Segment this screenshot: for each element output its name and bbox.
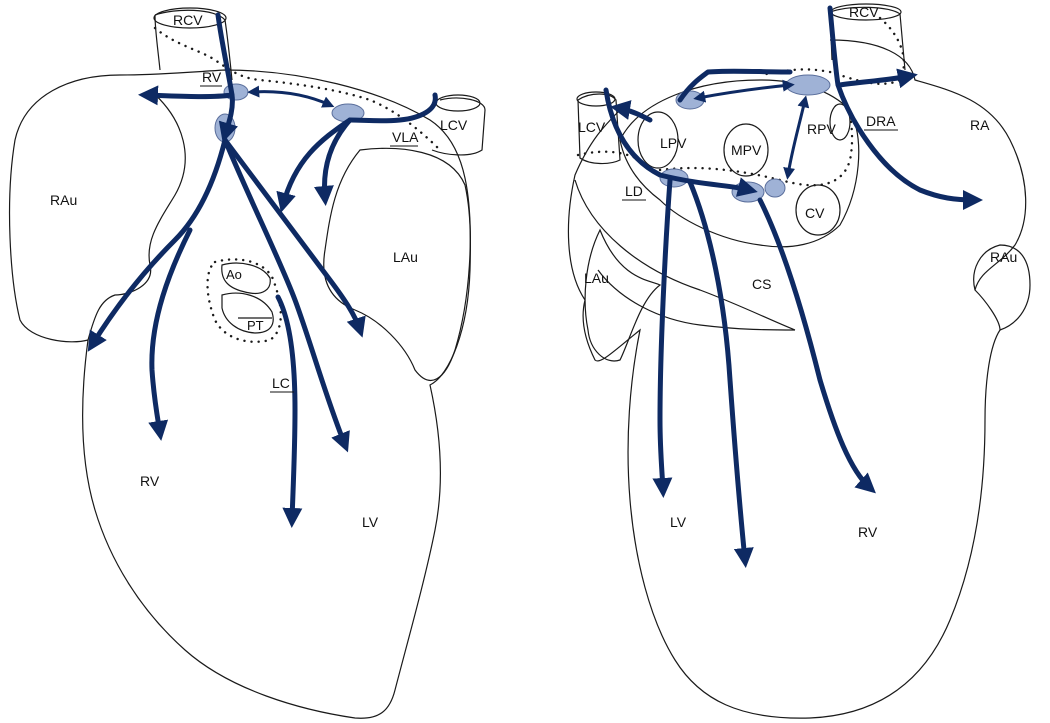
nerve-vla-lau <box>313 117 353 206</box>
pt-vessel <box>221 292 274 334</box>
left-heart-outline <box>8 69 472 719</box>
nerve-ld-mid <box>687 179 754 568</box>
label-rv-gp: RV <box>202 69 222 85</box>
label-mpv: MPV <box>731 142 762 158</box>
label-vla: VLA <box>392 129 419 145</box>
nerve-lc <box>275 294 303 528</box>
label-lpv: LPV <box>660 135 687 151</box>
nerve-lcv-ld <box>603 87 758 197</box>
rcv-opening <box>153 7 227 29</box>
right-heart: RCV LCV LPV MPV RPV DRA RA LD CV LAu CS … <box>567 3 1031 719</box>
label-ao: Ao <box>226 267 242 282</box>
label-lcv: LCV <box>440 117 468 133</box>
nerve-rv-vla <box>247 85 335 108</box>
label-lv-right: LV <box>670 514 687 530</box>
label-pt: PT <box>247 318 264 333</box>
lau-right-outline <box>584 228 662 362</box>
label-rcv: RCV <box>173 12 203 28</box>
nerve-dra-to-top <box>837 68 918 89</box>
label-lcv-right: LCV <box>578 119 606 135</box>
nerve-dra-cs <box>783 95 810 180</box>
lcv-opening-right <box>576 91 616 107</box>
lpv-ellipse <box>637 111 679 169</box>
label-rau-right: RAu <box>990 249 1017 265</box>
nerve-to-rau <box>138 85 235 106</box>
nerve-to-lau <box>222 137 366 338</box>
cs-band <box>574 179 796 331</box>
nerve-rcv-right <box>827 5 983 210</box>
rau-outline <box>87 89 186 341</box>
right-heart-outline <box>567 39 1027 719</box>
nerve-vla-down <box>276 117 353 213</box>
ivc-ganglion <box>764 178 786 198</box>
nerve-rv-branch-left <box>87 137 228 352</box>
right-reflection-dots-mid <box>658 98 854 187</box>
lcv-tube-right <box>577 93 621 165</box>
left-reflection-dots <box>153 26 442 152</box>
nerve-lpv-top <box>677 68 793 103</box>
label-rau: RAu <box>50 192 77 208</box>
nerve-lv-branch <box>222 137 350 453</box>
label-lc: LC <box>272 375 290 391</box>
dra-ganglion <box>785 74 831 96</box>
label-rpv: RPV <box>807 121 836 137</box>
nerve-lpv-dra <box>693 79 795 103</box>
lcv-tube <box>431 97 486 156</box>
label-rv: RV <box>140 473 160 489</box>
label-rcv-right: RCV <box>849 4 879 20</box>
left-heart: RCV RV VLA LCV RAu LAu Ao PT LC RV LV <box>8 7 486 719</box>
label-rv-right: RV <box>858 524 878 540</box>
nerve-rv-branch-mid <box>148 227 193 441</box>
atria-outline <box>619 79 860 248</box>
label-ld: LD <box>625 183 643 199</box>
nerve-ld-lv <box>652 177 673 498</box>
label-lv: LV <box>362 514 379 530</box>
cv-ellipse <box>795 184 841 236</box>
label-cs: CS <box>752 276 771 292</box>
label-dra: DRA <box>866 113 896 129</box>
nerve-lcv-vla <box>347 92 438 124</box>
ao-vessel <box>221 262 271 295</box>
label-cv: CV <box>805 205 825 221</box>
lau-outline <box>323 147 471 381</box>
mpv-ellipse <box>723 123 769 177</box>
cs-band-lower <box>597 269 796 331</box>
label-lau-right: LAu <box>584 270 609 286</box>
nerve-cs-rv <box>757 197 876 494</box>
label-lau: LAu <box>393 249 418 265</box>
label-ra: RA <box>970 117 990 133</box>
rau-right-outline <box>973 244 1031 331</box>
nerve-lpv-back <box>610 100 653 123</box>
ao-pt-dots <box>206 258 282 343</box>
